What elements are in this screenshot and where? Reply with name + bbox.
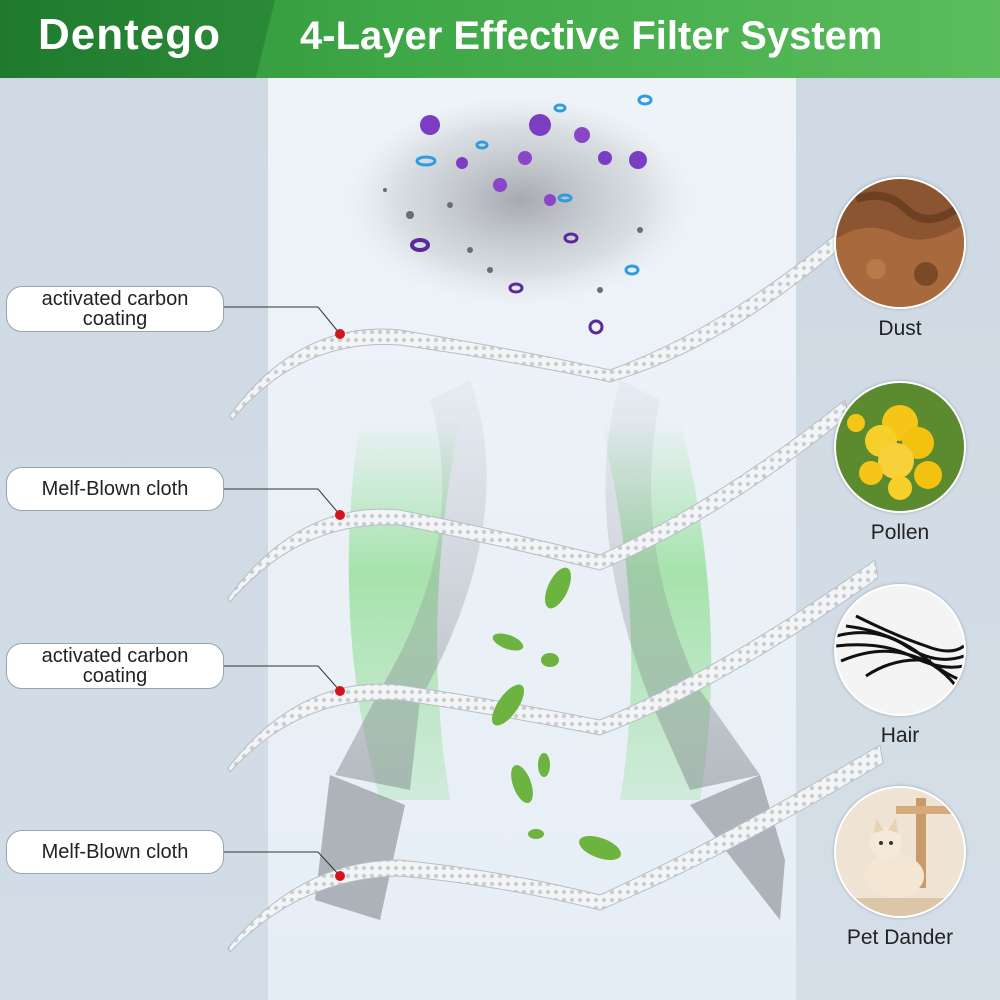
- leader-lines: [224, 306, 341, 877]
- pollutant-label-dust: Dust: [878, 317, 922, 340]
- pollution-cloud: [345, 95, 695, 305]
- leaves: [491, 567, 621, 861]
- layer-label-4: Melf-Blown cloth: [6, 830, 224, 874]
- layer-label-2: Melf-Blown cloth: [6, 467, 224, 511]
- pollutant-label-hair: Hair: [880, 724, 920, 747]
- layer-label-1: activated carbon coating: [6, 286, 224, 332]
- cat-icon: [834, 786, 966, 918]
- header-banner: Dentego 4-Layer Effective Filter System: [0, 0, 1000, 78]
- brand-box: [0, 0, 275, 78]
- filter-layer-2: [227, 399, 849, 603]
- layer-label-3: activated carbon coating: [6, 643, 224, 689]
- pollutant-label-pollen: Pollen: [870, 521, 930, 544]
- airflow-right-arrowhead: [690, 775, 785, 920]
- hair-icon: [834, 584, 966, 716]
- dust-icon: [834, 177, 966, 309]
- pollutant-label-pet-dander: Pet Dander: [846, 926, 954, 949]
- marker-layer-4: [335, 871, 345, 881]
- marker-layer-2: [335, 510, 345, 520]
- particles: [383, 94, 653, 335]
- pollutant-hair: Hair: [834, 584, 966, 748]
- airflow-left-arrow: [335, 380, 487, 790]
- page-title: 4-Layer Effective Filter System: [300, 14, 883, 58]
- pollutant-pollen: Pollen: [834, 381, 966, 545]
- brand-logo: Dentego: [38, 10, 221, 59]
- filter-layer-3: [227, 559, 879, 773]
- pollutant-pet-dander: Pet Dander: [834, 786, 966, 950]
- marker-layer-1: [335, 329, 345, 339]
- filter-layer-4: [227, 744, 884, 953]
- pollen-icon: [834, 381, 966, 513]
- marker-layer-3: [335, 686, 345, 696]
- pollutant-dust: Dust: [834, 177, 966, 341]
- airflow-right-arrow: [605, 380, 760, 790]
